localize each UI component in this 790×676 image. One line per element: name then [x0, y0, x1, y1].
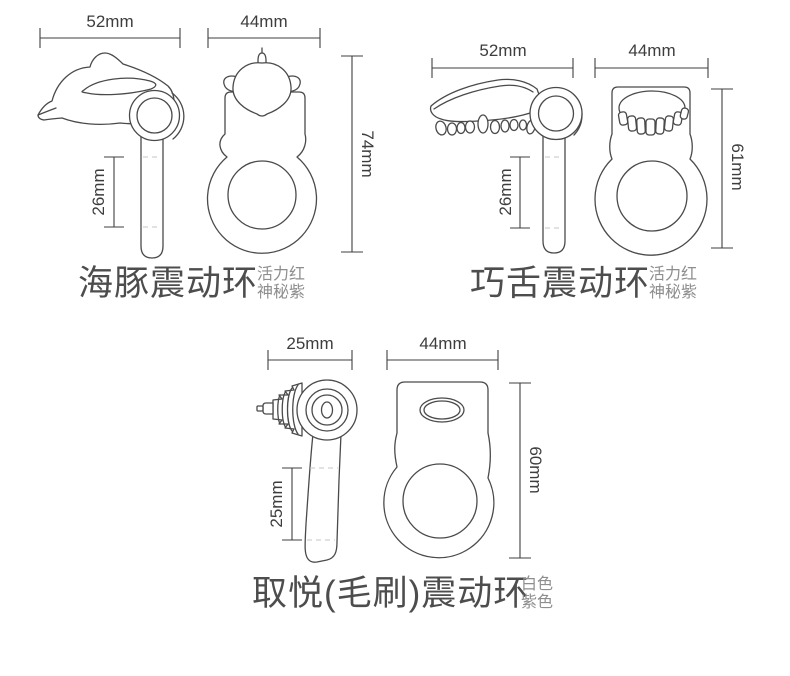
tongue-stem-length-label: 26mm [496, 168, 515, 216]
tongue-side-width-label: 52mm [479, 41, 527, 60]
nodule [446, 122, 458, 136]
tongue-front-view-drawing [594, 86, 708, 256]
color-option: 紫色 [521, 594, 554, 611]
nodule [456, 121, 466, 135]
dolphin-fin-patch [81, 77, 157, 96]
tongue-side-view-drawing [429, 78, 583, 254]
nodule [477, 114, 489, 134]
product-name-brush: 取悦(毛刷)震动环 [252, 574, 530, 613]
tooth [679, 107, 690, 120]
dolphin-front-view-drawing [206, 47, 318, 254]
ring-inner-circle [136, 97, 173, 134]
brush-side-view-drawing [256, 379, 358, 563]
color-options-dolphin: 活力红 神秘紫 [257, 266, 305, 302]
tongue-front-width-label: 44mm [628, 41, 676, 60]
nodule [489, 119, 501, 135]
color-option: 活力红 [257, 266, 306, 283]
tongue-front-height-label: 61mm [728, 143, 747, 191]
tooth [645, 118, 656, 136]
head-inner-circle [311, 394, 343, 426]
nodule [518, 119, 528, 131]
tongue-dimension-lines [431, 58, 733, 249]
product-name-dolphin: 海豚震动环 [78, 264, 259, 303]
tooth [626, 115, 638, 132]
motor-window-inner [423, 400, 461, 420]
product-name-tongue: 巧舌震动环 [470, 264, 651, 303]
color-option: 神秘紫 [649, 284, 698, 301]
nodule [435, 120, 447, 136]
dolphin-stem-length-label: 26mm [89, 168, 108, 216]
ring-inner-circle [537, 95, 575, 132]
stem [140, 127, 164, 259]
brush-side-width-label: 25mm [286, 334, 334, 353]
ring-inner-circle [227, 160, 297, 230]
tooth [636, 117, 646, 135]
nodule [464, 120, 476, 134]
tongue-inner-line [433, 84, 534, 110]
ring-band-contour [171, 92, 185, 140]
stem [542, 129, 566, 254]
brush-stem-length-label: 25mm [267, 480, 286, 528]
color-option: 白色 [521, 576, 554, 593]
nodule [509, 118, 519, 132]
dolphin-front-width-label: 44mm [240, 12, 288, 31]
tooth [617, 111, 629, 126]
stem [304, 433, 342, 563]
color-option: 活力红 [649, 266, 698, 283]
head-center-oval [320, 401, 334, 419]
color-options-tongue: 活力红 神秘紫 [649, 266, 697, 302]
dolphin-head-front [232, 62, 292, 117]
tongue-arm [429, 78, 542, 123]
motor-window-outer [419, 397, 465, 423]
brush-front-height-label: 60mm [526, 446, 545, 494]
brush-dimension-lines [267, 350, 531, 559]
connector-pin [262, 402, 274, 415]
dolphin-side-view-drawing [37, 52, 185, 259]
dolphin-front-height-label: 74mm [358, 130, 377, 178]
color-options-brush: 白色 紫色 [521, 576, 553, 612]
tooth [663, 115, 675, 132]
dolphin-side-width-label: 52mm [86, 12, 134, 31]
ring-inner-circle [402, 463, 478, 539]
tooth [655, 117, 665, 135]
ring-inner-circle [616, 160, 688, 232]
pin-tip [256, 405, 264, 412]
dolphin-dimension-lines [39, 28, 363, 253]
nodule [500, 119, 510, 133]
brush-front-width-label: 44mm [419, 334, 467, 353]
color-option: 神秘紫 [257, 284, 306, 301]
brush-front-view-drawing [383, 381, 495, 559]
dolphin-mouth [37, 107, 57, 116]
